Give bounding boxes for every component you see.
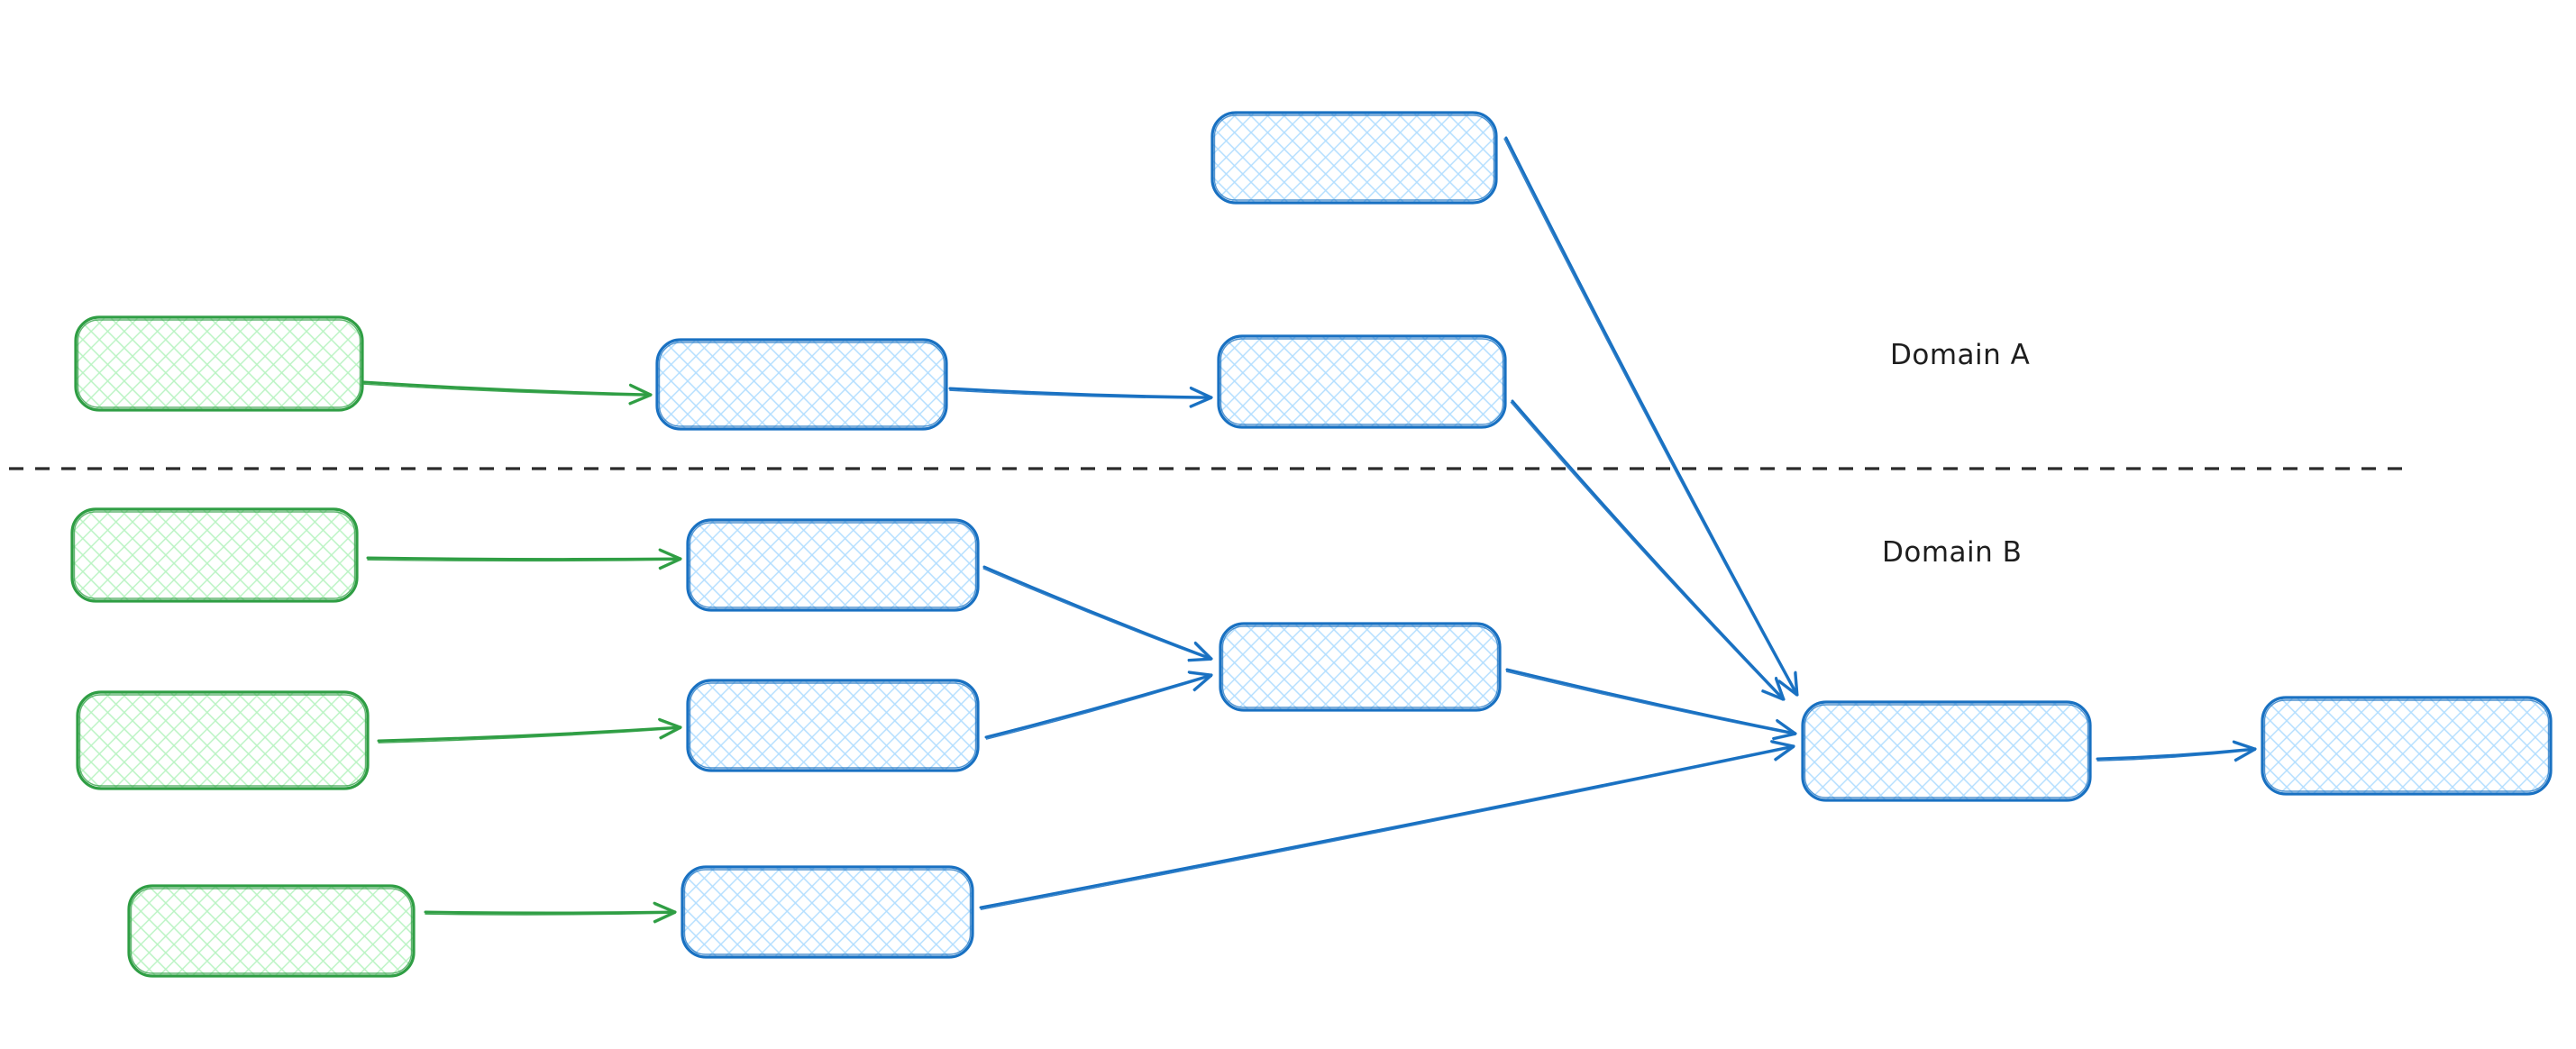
edge-merge-b-to-hub: [1505, 668, 1797, 741]
edge-source-a-to-process-a1: [362, 380, 653, 406]
annotations-layer: Domain A Domain B: [9, 339, 2414, 569]
node-process-b2: [686, 679, 980, 772]
edge-process-b2-to-merge-b: [984, 670, 1213, 740]
node-source-b2: [76, 690, 370, 790]
nodes-layer: [70, 111, 2553, 978]
node-process-b3: [681, 865, 974, 959]
edge-process-a1-to-process-a2: [948, 386, 1213, 408]
node-process-b1: [686, 518, 980, 612]
edge-floating-input-to-hub: [1503, 136, 1799, 697]
edge-process-b1-to-merge-b: [982, 565, 1213, 662]
node-process-a1: [655, 338, 948, 431]
edge-process-b3-to-hub: [979, 740, 1795, 910]
node-hub: [1801, 700, 2092, 802]
node-source-b3: [127, 884, 416, 978]
edge-source-b2-to-process-b2: [377, 717, 682, 743]
edge-hub-to-output: [2096, 740, 2257, 762]
node-process-a2: [1217, 334, 1507, 429]
node-floating-input: [1210, 111, 1498, 205]
edge-process-a2-to-hub: [1510, 399, 1786, 701]
node-merge-b: [1219, 622, 1502, 712]
region-label-domain-b: Domain B: [1882, 536, 2022, 569]
node-output: [2261, 696, 2553, 796]
edges-layer: [362, 136, 2257, 924]
node-source-a: [74, 315, 364, 412]
region-label-domain-a: Domain A: [1890, 339, 2030, 371]
edge-source-b3-to-process-b3: [424, 901, 677, 924]
edge-source-b1-to-process-b1: [366, 548, 682, 570]
node-source-b1: [70, 507, 359, 603]
